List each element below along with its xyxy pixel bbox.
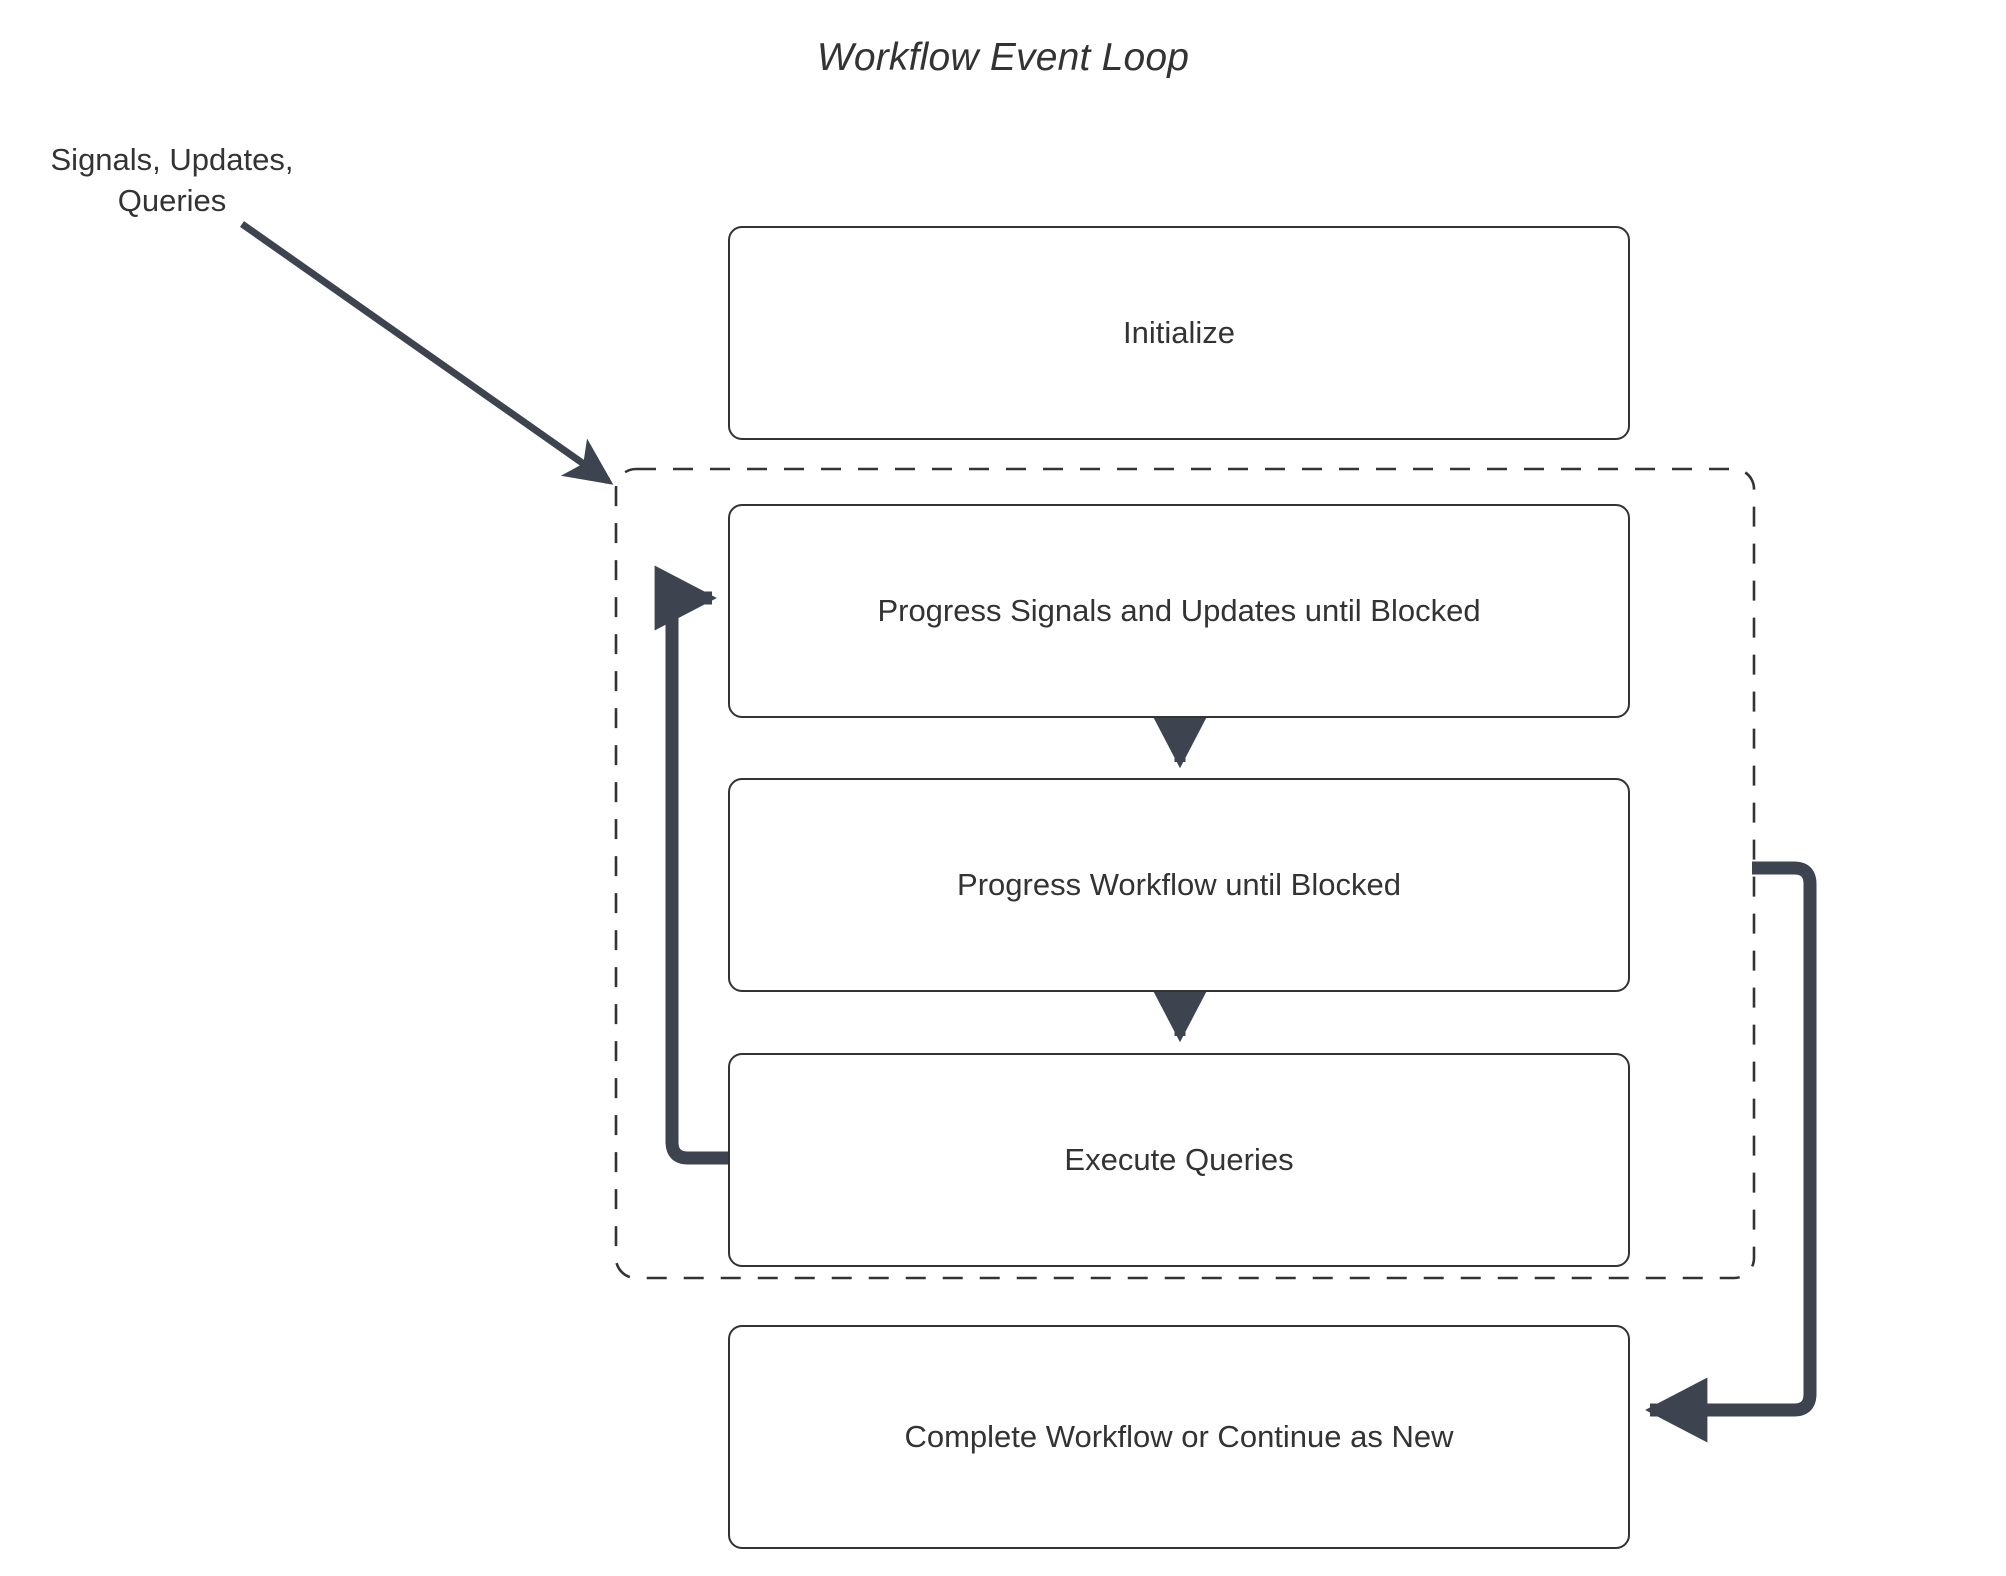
node-initialize-label: Initialize [1123,315,1235,350]
node-complete-workflow[interactable]: Complete Workflow or Continue as New [728,1325,1630,1549]
node-execute-queries[interactable]: Execute Queries [728,1053,1630,1267]
node-execute-queries-label: Execute Queries [1064,1142,1294,1177]
node-progress-signals-label: Progress Signals and Updates until Block… [877,593,1481,628]
event-loop-dashed-group [614,467,1756,1280]
external-input-label-line-2: Queries [117,182,227,218]
node-progress-workflow-label: Progress Workflow until Blocked [957,867,1401,902]
external-input-label: Signals, Updates, Queries [12,140,332,222]
edge-group-to-complete [1645,861,1817,1443]
external-input-label-line-1: Signals, Updates, [50,142,294,177]
node-complete-workflow-label: Complete Workflow or Continue as New [904,1419,1454,1454]
node-progress-workflow[interactable]: Progress Workflow until Blocked [728,778,1630,992]
diagram-title: Workflow Event Loop [816,36,1190,79]
edge-external-to-group [239,221,614,485]
edge-queries-loop-back [654,565,728,1165]
node-initialize[interactable]: Initialize [728,226,1630,440]
node-progress-signals[interactable]: Progress Signals and Updates until Block… [728,504,1630,718]
